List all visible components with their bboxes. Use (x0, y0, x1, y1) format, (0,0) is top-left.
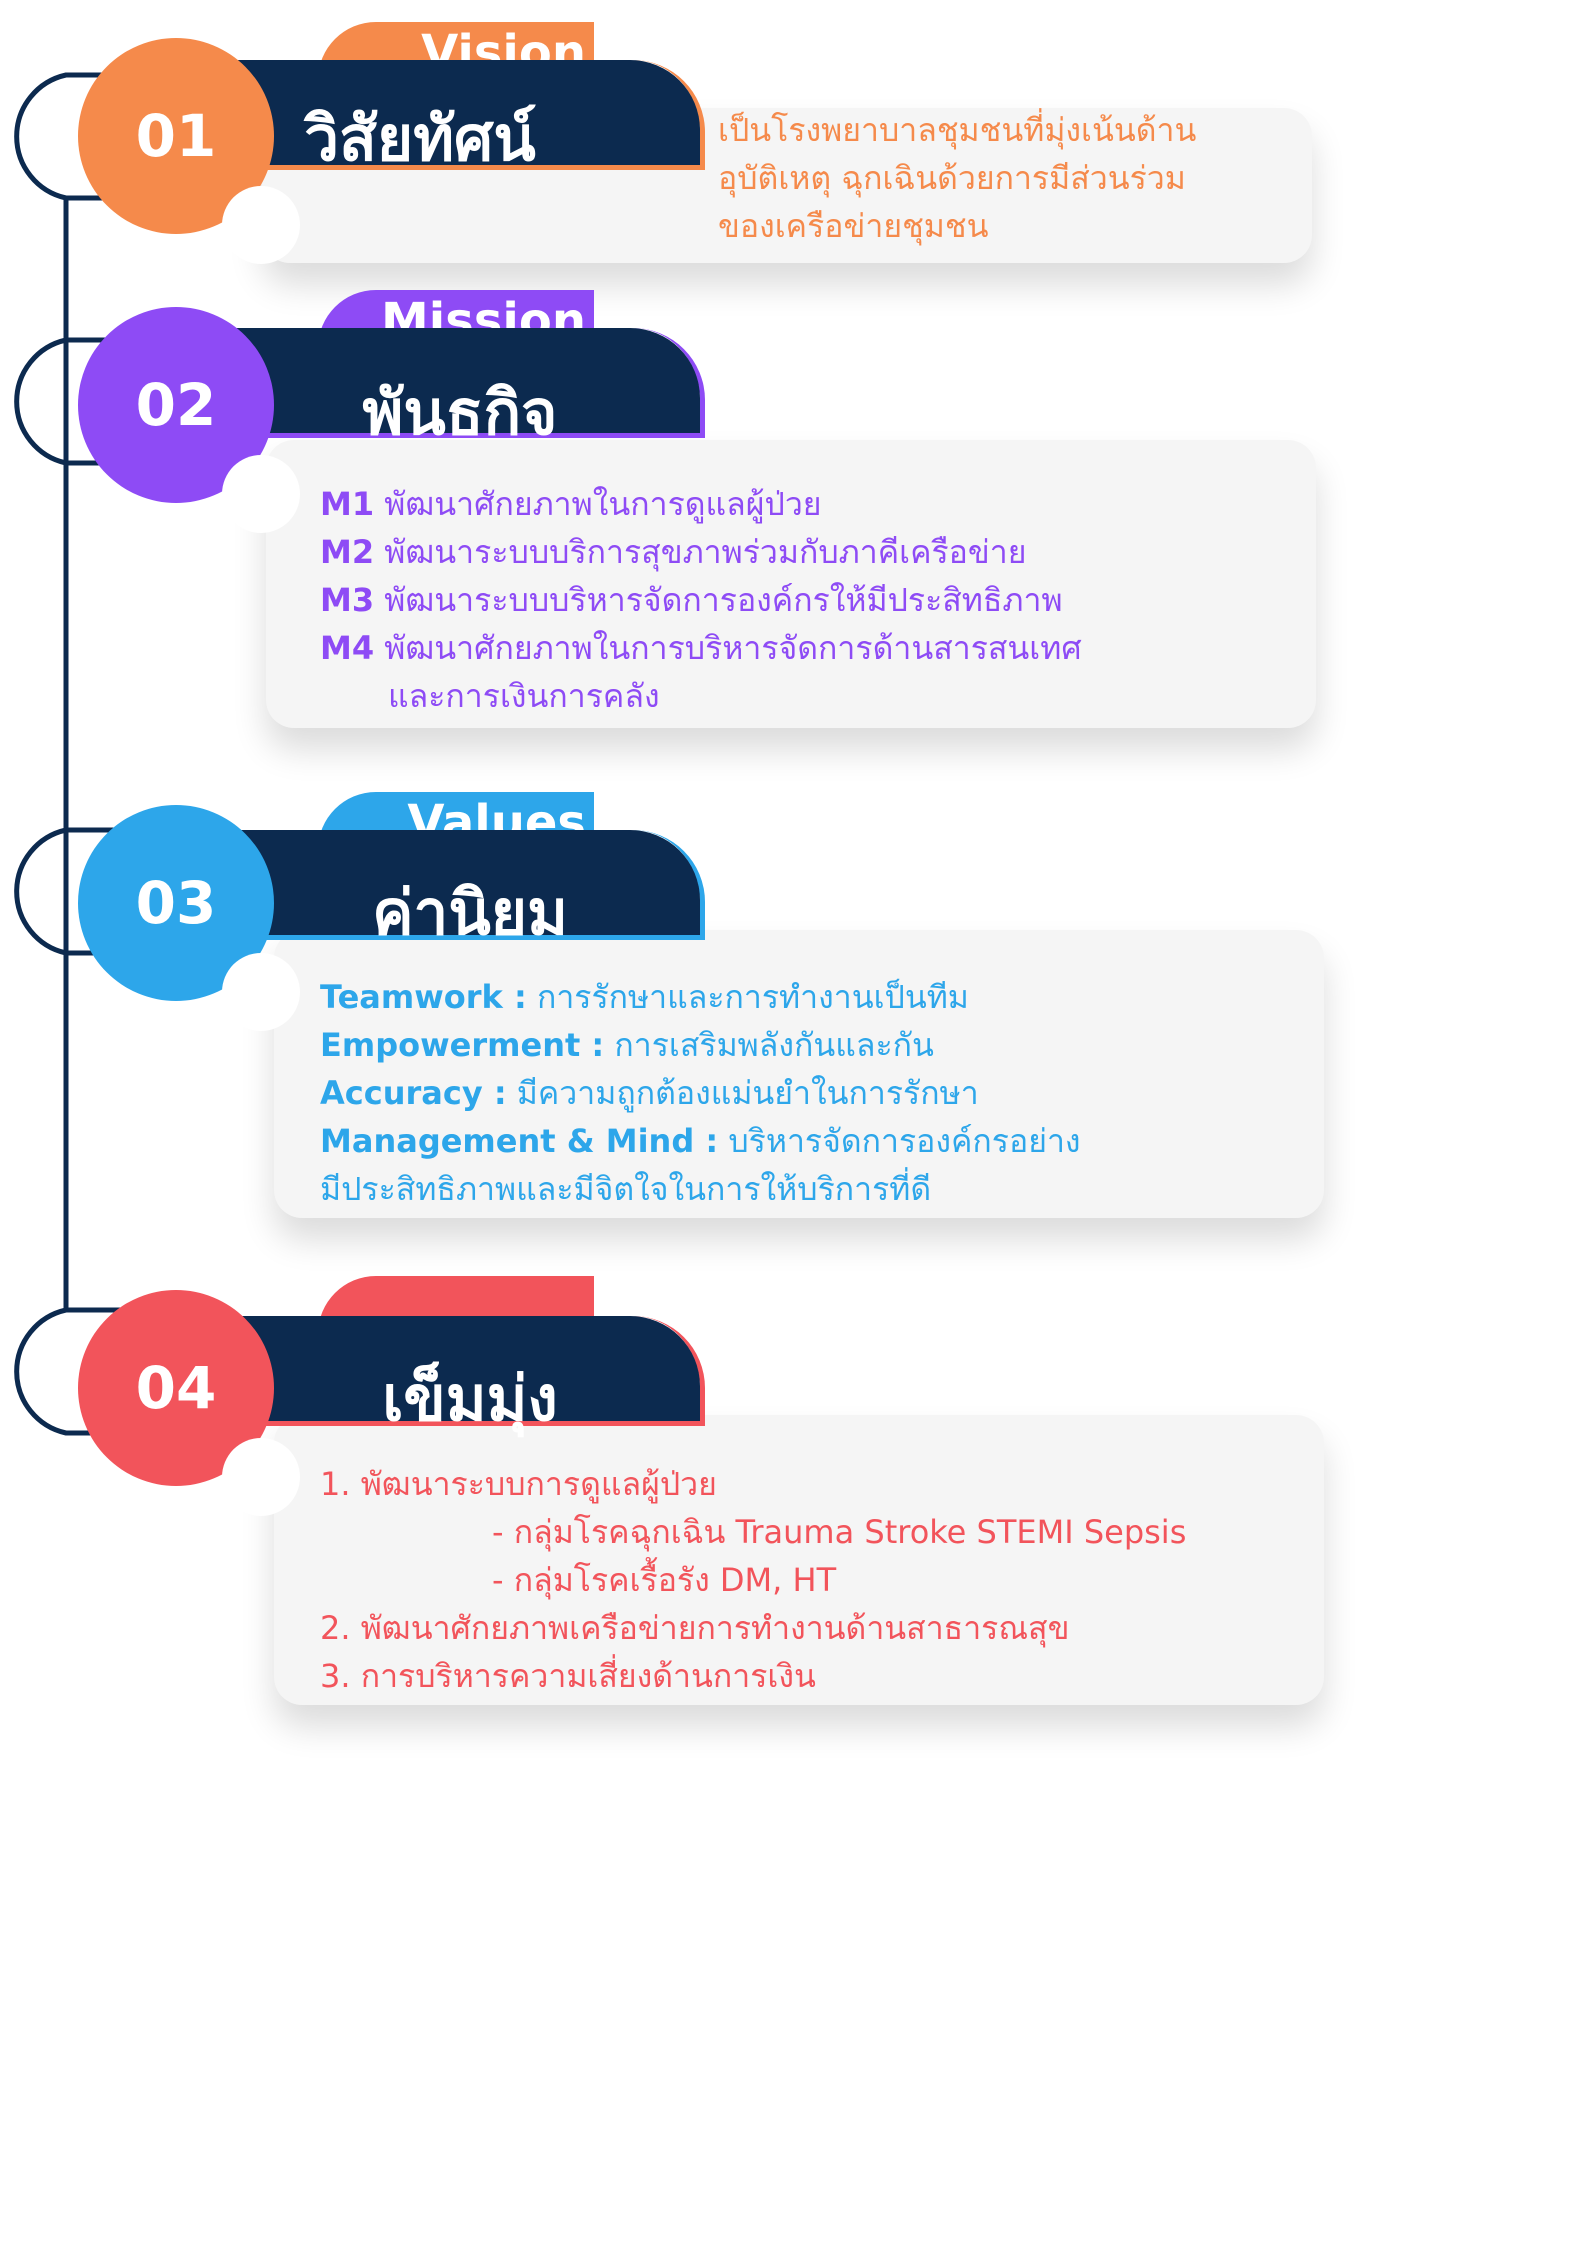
values-item-text: บริหารจัดการองค์กรอย่าง (728, 1122, 1081, 1160)
mission-item: M2 พัฒนาระบบบริการสุขภาพร่วมกับภาคีเครือ… (320, 528, 1026, 576)
values-item-term: Empowerment : (320, 1026, 605, 1064)
focus-sub-line: - กลุ่มโรคเรื้อรัง DM, HT (492, 1561, 837, 1599)
values-item: Teamwork : การรักษาและการทำงานเป็นทีม (320, 973, 969, 1021)
mission-item-text: พัฒนาศักยภาพในการดูแลผู้ป่วย (384, 485, 822, 523)
focus-line: 2. พัฒนาศักยภาพเครือข่ายการทำงานด้านสาธา… (320, 1609, 1070, 1647)
focus-sub-line: - กลุ่มโรคฉุกเฉิน Trauma Stroke STEMI Se… (492, 1513, 1187, 1551)
mission-item-text: พัฒนาระบบบริการสุขภาพร่วมกับภาคีเครือข่า… (384, 533, 1027, 571)
values-badge-notch (222, 953, 300, 1031)
vision-badge-notch (222, 186, 300, 264)
vision-text-line: ของเครือข่ายชุมชน (718, 207, 989, 245)
values-item-text: การเสริมพลังกันและกัน (614, 1026, 934, 1064)
focus-card (274, 1415, 1324, 1705)
mission-badge-notch (222, 455, 300, 533)
focus-banner-accent (230, 1316, 705, 1426)
mission-item-code: M3 (320, 581, 375, 619)
focus-badge-notch (222, 1438, 300, 1516)
mission-item: M3 พัฒนาระบบบริหารจัดการองค์กรให้มีประสิ… (320, 576, 1063, 624)
mission-item-text: พัฒนาศักยภาพในการบริหารจัดการด้านสารสนเท… (384, 629, 1082, 667)
values-item-term: Management & Mind : (320, 1122, 719, 1160)
vision-text-line: อุบัติเหตุ ฉุกเฉินด้วยการมีส่วนร่วม (718, 159, 1186, 197)
values-item-text: มีความถูกต้องแม่นยำในการรักษา (516, 1074, 979, 1112)
mission-item-code: M2 (320, 533, 375, 571)
mission-item-code: M4 (320, 629, 375, 667)
mission-banner-accent (230, 328, 705, 438)
values-item: Empowerment : การเสริมพลังกันและกัน (320, 1021, 934, 1069)
mission-continuation: และการเงินการคลัง (388, 677, 660, 715)
vision-title: วิสัยทัศน์ (304, 101, 536, 175)
mission-item: M4 พัฒนาศักยภาพในการบริหารจัดการด้านสารส… (320, 624, 1082, 672)
focus-title: เข็มมุ่ง (382, 1361, 558, 1435)
values-banner-accent (230, 830, 705, 940)
values-item: Management & Mind : บริหารจัดการองค์กรอย… (320, 1117, 1081, 1165)
mission-item: M1 พัฒนาศักยภาพในการดูแลผู้ป่วย (320, 480, 822, 528)
mission-title: พันธกิจ (362, 375, 558, 449)
focus-line: 3. การบริหารความเสี่ยงด้านการเงิน (320, 1657, 816, 1695)
vision-banner-accent (230, 60, 705, 170)
mission-item-code: M1 (320, 485, 375, 523)
values-card (274, 930, 1324, 1218)
mission-card (266, 440, 1316, 728)
focus-line: 1. พัฒนาระบบการดูแลผู้ป่วย (320, 1465, 717, 1503)
values-title: ค่านิยม (372, 875, 568, 949)
values-item-term: Accuracy : (320, 1074, 507, 1112)
values-item: Accuracy : มีความถูกต้องแม่นยำในการรักษา (320, 1069, 979, 1117)
values-item-term: Teamwork : (320, 978, 527, 1016)
values-item-text: การรักษาและการทำงานเป็นทีม (536, 978, 969, 1016)
mission-item-text: พัฒนาระบบบริหารจัดการองค์กรให้มีประสิทธิ… (384, 581, 1063, 619)
vision-text-line: เป็นโรงพยาบาลชุมชนที่มุ่งเน้นด้าน (718, 111, 1197, 149)
values-continuation: มีประสิทธิภาพและมีจิตใจในการให้บริการที่… (320, 1170, 932, 1208)
